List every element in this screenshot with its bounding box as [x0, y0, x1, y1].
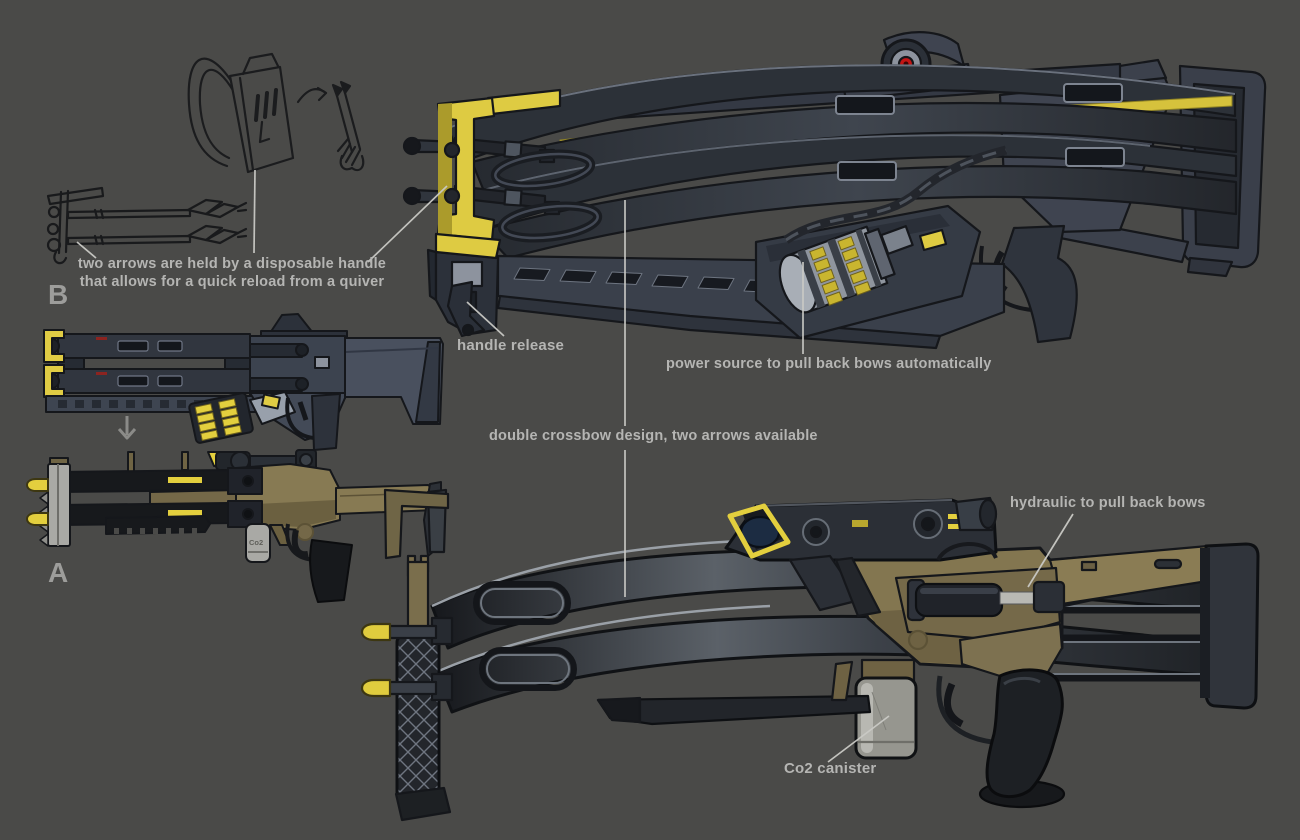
leader-lines	[76, 169, 1074, 763]
co2-canister-small: Co2	[245, 523, 271, 563]
annotation-power-source: power source to pull back bows automatic…	[666, 356, 992, 372]
variant-b-render	[402, 31, 1267, 350]
leader-pylon	[367, 185, 448, 263]
curved-arrow-icon	[296, 86, 328, 104]
annotation-quiver-note-line2: that allows for a quick reload from a qu…	[79, 273, 385, 290]
quiver-sketch	[187, 52, 365, 174]
variant-a-render	[360, 488, 1260, 822]
variant-label-a: A	[48, 557, 69, 588]
arrow-pair-sketch	[46, 186, 248, 265]
annotation-co2: Co2 canister	[784, 760, 877, 777]
hydraulic-cylinder	[894, 566, 1066, 642]
variant-label-b: B	[48, 279, 69, 310]
annotation-hydraulic: hydraulic to pull back bows	[1010, 495, 1206, 511]
front-pylon	[434, 88, 562, 260]
annotation-handle-release: handle release	[457, 337, 565, 354]
pistol-grip	[978, 668, 1066, 809]
down-arrow-icon	[117, 416, 137, 440]
annotation-double-design: double crossbow design, two arrows avail…	[489, 428, 818, 444]
canister-marking: Co2	[249, 538, 263, 547]
variant-b-side-view	[43, 313, 444, 451]
annotation-quiver-note: two arrows are held by a disposable hand…	[60, 256, 404, 291]
leader-quiver	[253, 169, 256, 254]
variant-a-side-view: Co2	[26, 449, 442, 603]
front-column	[394, 634, 452, 822]
scope	[724, 496, 998, 618]
handle-release-lever	[446, 280, 486, 338]
arrow-bundle-sketch	[331, 80, 365, 172]
leader-arrow-sketch	[76, 241, 97, 259]
leader-hydraulic	[1027, 513, 1074, 588]
leader-co2	[827, 715, 890, 763]
leader-handle-release	[466, 301, 505, 337]
annotation-quiver-note-line1: two arrows are held by a disposable hand…	[77, 256, 387, 272]
